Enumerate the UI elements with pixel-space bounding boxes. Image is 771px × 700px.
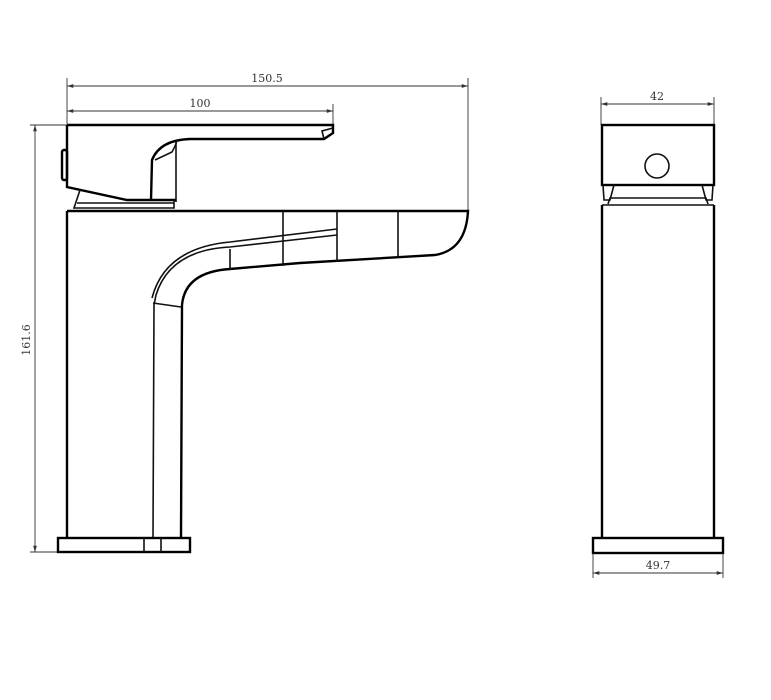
aerator-knob (644, 153, 670, 179)
front-body (600, 205, 716, 538)
dimension-handle-length: 100 (67, 97, 334, 125)
front-handle (600, 123, 716, 206)
dimension-label: 161.6 (20, 324, 33, 356)
side-base (56, 536, 192, 554)
lever-handle (60, 123, 335, 209)
dimension-body-width: 42 (600, 90, 715, 125)
dimension-label: 150.5 (251, 72, 283, 85)
spout-body (65, 209, 470, 539)
dimension-label: 100 (190, 97, 211, 110)
dimension-overall-height: 161.6 (20, 124, 66, 553)
dimension-label: 42 (650, 90, 664, 103)
dimension-label: 49.7 (646, 559, 671, 572)
front-view: 42 49.7 (591, 90, 725, 578)
dimension-base-width: 49.7 (592, 553, 724, 578)
side-view: 150.5 100 161.6 (20, 72, 470, 554)
dimension-overall-length: 150.5 (66, 72, 469, 210)
aerator-knob (60, 148, 69, 182)
front-base (591, 536, 725, 555)
